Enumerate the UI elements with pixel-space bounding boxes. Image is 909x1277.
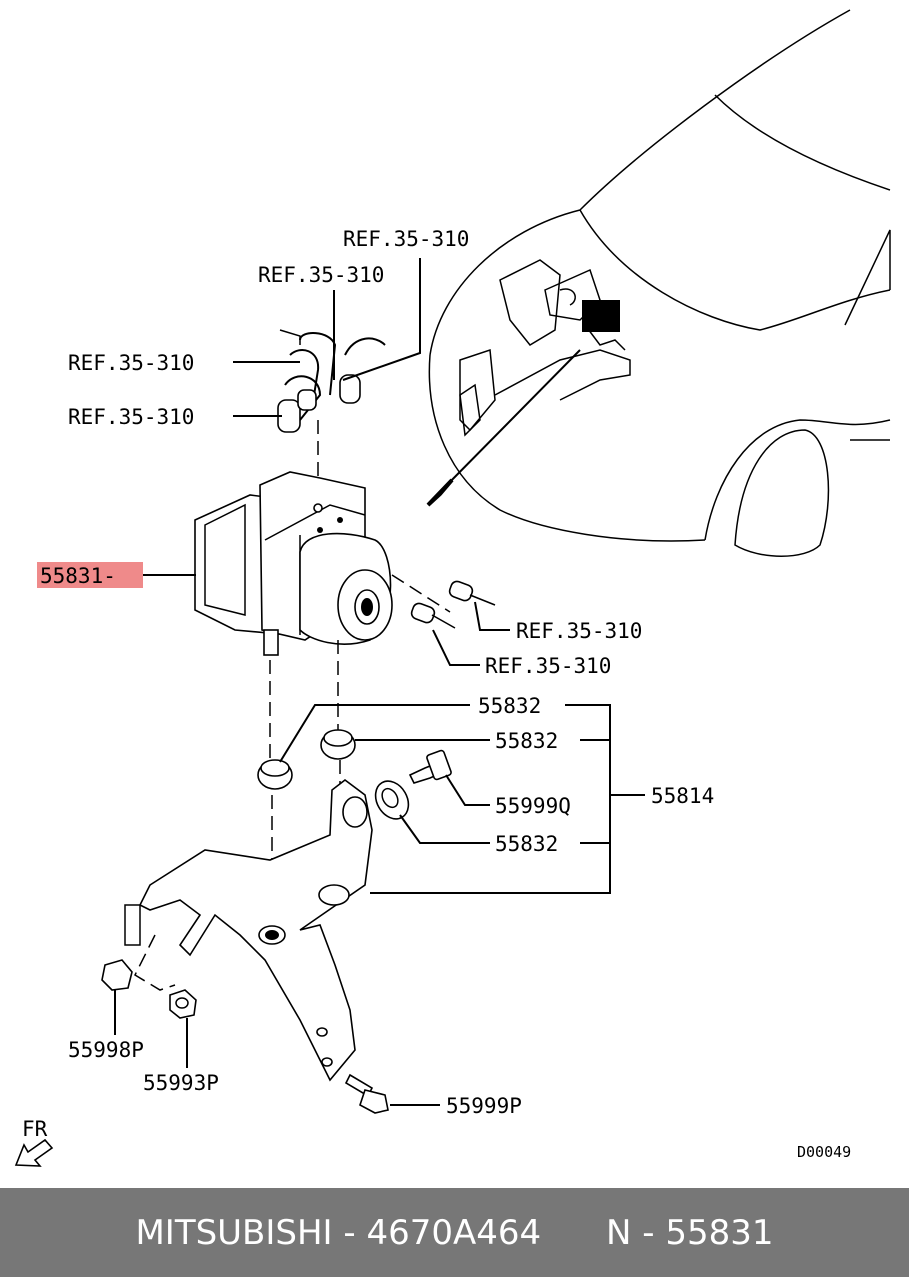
bracket-assembly <box>101 640 452 1114</box>
part-55831-highlight <box>37 562 143 588</box>
label-part-55814[interactable]: 55814 <box>651 784 714 808</box>
label-part-55832-c[interactable]: 55832 <box>495 832 558 856</box>
label-ref-left-upper: REF.35-310 <box>68 351 194 375</box>
label-ref-right-upper: REF.35-310 <box>516 619 642 643</box>
label-ref-right-lower: REF.35-310 <box>485 654 611 678</box>
footer-separator: - <box>332 1212 367 1253</box>
footer-part-number: 4670A464 <box>366 1212 542 1253</box>
footer-gap <box>541 1213 606 1253</box>
front-direction-indicator: FR <box>14 1117 54 1167</box>
footer-n-label: N - <box>606 1212 666 1253</box>
label-part-55832-b[interactable]: 55832 <box>495 729 558 753</box>
abs-module-55831 <box>194 471 451 656</box>
side-pipe-connectors <box>410 580 496 629</box>
footer-code: 55831 <box>665 1212 774 1253</box>
label-part-55831[interactable]: 55831- <box>40 564 116 588</box>
parts-diagram: REF.35-310 REF.35-310 REF.35-310 REF.35-… <box>14 9 891 1167</box>
label-ref-left-lower: REF.35-310 <box>68 405 194 429</box>
label-ref-top: REF.35-310 <box>343 227 469 251</box>
footer-brand: MITSUBISHI <box>135 1212 333 1253</box>
label-part-55993p[interactable]: 55993P <box>143 1071 219 1095</box>
leader-lines <box>114 258 645 1106</box>
label-fr: FR <box>22 1117 48 1141</box>
diagram-code: D00049 <box>797 1143 851 1161</box>
brake-pipe-connectors <box>277 329 386 505</box>
car-body-illustration <box>426 9 891 557</box>
footer-bar: MITSUBISHI - 4670A464 N - 55831 <box>0 1188 909 1277</box>
label-part-55999q[interactable]: 55999Q <box>495 794 571 818</box>
label-part-55998p[interactable]: 55998P <box>68 1038 144 1062</box>
label-part-55999p[interactable]: 55999P <box>446 1094 522 1118</box>
label-part-55832-a[interactable]: 55832 <box>478 694 541 718</box>
label-ref-second: REF.35-310 <box>258 263 384 287</box>
